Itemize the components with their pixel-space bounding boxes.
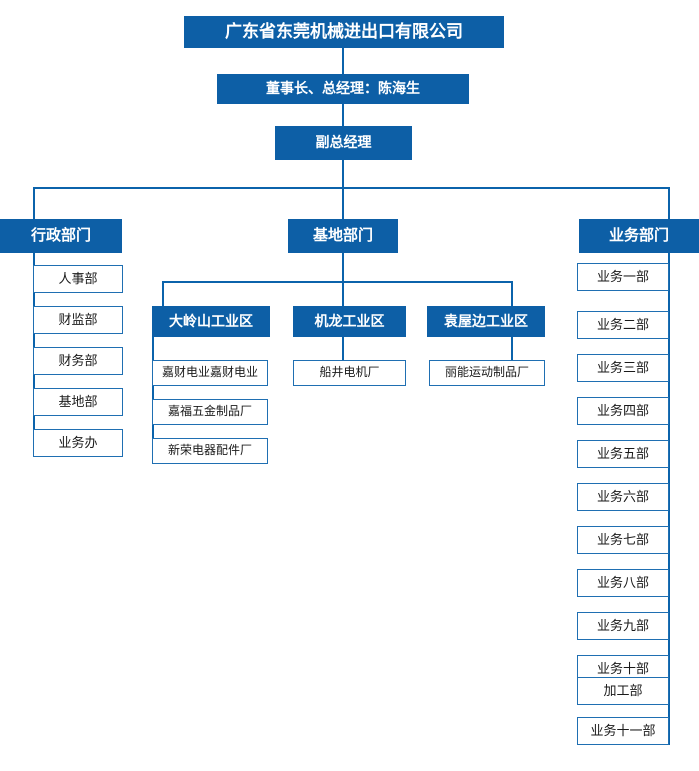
- node-admin-item-label: 业务办: [58, 434, 98, 450]
- connector-bar-to-zone-0: [162, 281, 164, 306]
- node-factory[interactable]: 嘉福五金制品厂: [152, 399, 268, 425]
- node-factory-label: 新荣电器配件厂: [167, 443, 252, 458]
- node-zone-daling-label: 大岭山工业区: [169, 312, 253, 329]
- node-business-item[interactable]: 业务九部: [577, 612, 669, 640]
- node-zone-daling[interactable]: 大岭山工业区: [152, 306, 270, 337]
- node-factory[interactable]: 嘉财电业嘉财电业: [152, 360, 268, 386]
- node-admin-item[interactable]: 财务部: [33, 347, 123, 375]
- node-business-item[interactable]: 业务二部: [577, 311, 669, 339]
- node-dept-admin-label: 行政部门: [30, 226, 91, 244]
- node-zone-yuanwubian-label: 袁屋边工业区: [444, 312, 528, 329]
- node-dept-base-label: 基地部门: [312, 226, 373, 244]
- node-admin-item[interactable]: 人事部: [33, 265, 123, 293]
- node-dept-base[interactable]: 基地部门: [288, 219, 398, 253]
- node-admin-item-label: 基地部: [58, 393, 98, 409]
- spine-business: [668, 253, 670, 745]
- connector-bar-to-admin: [33, 187, 35, 219]
- node-zone-yuanwubian[interactable]: 袁屋边工业区: [427, 306, 545, 337]
- spine-zone-daling: [152, 337, 154, 456]
- node-vice-gm-label: 副总经理: [315, 134, 372, 151]
- node-business-item-label: 业务六部: [596, 488, 649, 504]
- connector-bar-to-zone-2: [511, 281, 513, 306]
- node-factory-label: 船井电机厂: [319, 365, 380, 380]
- node-zone-jilong[interactable]: 机龙工业区: [293, 306, 406, 337]
- node-business-item[interactable]: 业务十一部: [577, 717, 669, 745]
- node-root[interactable]: 广东省东莞机械进出口有限公司: [184, 16, 504, 48]
- connector-exec-to-vice: [342, 104, 344, 126]
- node-business-item-label: 业务一部: [596, 268, 649, 284]
- node-business-item[interactable]: 业务四部: [577, 397, 669, 425]
- node-factory[interactable]: 丽能运动制品厂: [429, 360, 545, 386]
- node-business-item-label: 业务五部: [596, 445, 649, 461]
- node-admin-item-label: 财务部: [58, 352, 98, 368]
- node-factory-label: 嘉财电业嘉财电业: [161, 365, 258, 380]
- connector-root-to-exec: [342, 48, 344, 74]
- node-factory[interactable]: 船井电机厂: [293, 360, 406, 386]
- distribution-bar-departments: [33, 187, 670, 189]
- node-business-item-label: 业务七部: [596, 531, 649, 547]
- node-business-item[interactable]: 业务三部: [577, 354, 669, 382]
- node-business-item-label: 业务九部: [596, 617, 649, 633]
- node-factory-label: 丽能运动制品厂: [444, 365, 529, 380]
- node-business-item-label: 业务二部: [596, 316, 649, 332]
- node-business-item[interactable]: 业务七部: [577, 526, 669, 554]
- spine-zone-jilong: [342, 337, 344, 360]
- distribution-bar-zones: [162, 281, 513, 283]
- node-admin-item-label: 人事部: [58, 270, 98, 286]
- node-vice-gm[interactable]: 副总经理: [275, 126, 412, 160]
- node-executive[interactable]: 董事长、总经理：陈海生: [217, 74, 469, 104]
- node-business-item-label: 业务四部: [596, 402, 649, 418]
- node-admin-item[interactable]: 业务办: [33, 429, 123, 457]
- node-admin-item[interactable]: 财监部: [33, 306, 123, 334]
- connector-base-down: [342, 253, 344, 281]
- connector-bar-to-zone-1: [342, 281, 344, 306]
- node-business-item-label: 业务八部: [596, 574, 649, 590]
- node-root-label: 广东省东莞机械进出口有限公司: [225, 21, 463, 41]
- node-factory-label: 嘉福五金制品厂: [167, 404, 252, 419]
- node-business-item[interactable]: 业务六部: [577, 483, 669, 511]
- node-business-item[interactable]: 加工部: [577, 677, 669, 705]
- node-admin-item-label: 财监部: [58, 311, 98, 327]
- node-business-item[interactable]: 业务五部: [577, 440, 669, 468]
- node-dept-admin[interactable]: 行政部门: [0, 219, 122, 253]
- node-business-item-label: 业务三部: [596, 359, 649, 375]
- spine-zone-yuanwubian: [511, 337, 513, 360]
- node-factory[interactable]: 新荣电器配件厂: [152, 438, 268, 464]
- node-business-item-label: 业务十一部: [590, 722, 656, 738]
- node-dept-business-label: 业务部门: [608, 226, 669, 244]
- node-admin-item[interactable]: 基地部: [33, 388, 123, 416]
- node-dept-business[interactable]: 业务部门: [579, 219, 699, 253]
- node-business-item[interactable]: 业务八部: [577, 569, 669, 597]
- connector-vice-to-bus: [342, 160, 344, 187]
- connector-bar-to-business: [668, 187, 670, 219]
- node-business-item[interactable]: 业务一部: [577, 263, 669, 291]
- node-business-item-label: 业务十部: [596, 660, 649, 676]
- node-zone-jilong-label: 机龙工业区: [314, 312, 385, 329]
- connector-bar-to-base: [342, 187, 344, 219]
- node-executive-label: 董事长、总经理：陈海生: [266, 80, 420, 97]
- node-business-item-label: 加工部: [603, 682, 643, 698]
